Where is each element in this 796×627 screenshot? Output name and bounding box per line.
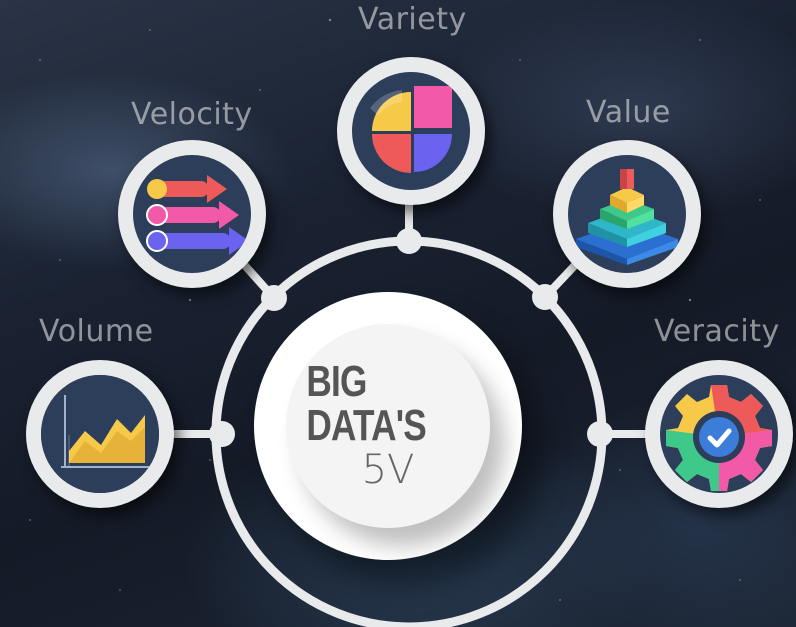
center-subtitle: 5V	[361, 447, 415, 493]
junction-dot-veracity	[587, 421, 613, 447]
node-velocity	[118, 140, 266, 288]
junction-dot-variety	[396, 228, 422, 254]
label-variety: Variety	[358, 2, 467, 37]
center-inner-disc: BIG DATA'S 5V	[286, 324, 490, 528]
node-variety	[337, 57, 485, 205]
junction-dot-velocity	[261, 285, 287, 311]
node-volume	[26, 360, 174, 508]
arrows-icon	[146, 175, 249, 255]
junction-dot-volume	[209, 421, 235, 447]
pie-chart-icon	[370, 86, 452, 173]
label-velocity: Velocity	[131, 97, 253, 132]
center-title: BIG DATA'S	[306, 357, 426, 450]
label-volume: Volume	[39, 314, 154, 349]
area-chart-icon	[41, 375, 159, 493]
center-disc: BIG DATA'S 5V	[254, 292, 522, 560]
value-icon-bg	[568, 155, 686, 273]
veracity-icon-bg	[660, 375, 778, 493]
variety-icon-bg	[352, 72, 470, 190]
junction-dot-value	[532, 284, 558, 310]
node-veracity	[645, 360, 793, 508]
gear-check-icon	[666, 385, 772, 491]
layered-pyramid-icon	[576, 169, 678, 265]
node-value	[553, 140, 701, 288]
volume-icon-bg	[41, 375, 159, 493]
velocity-icon-bg	[133, 155, 251, 273]
label-value: Value	[586, 95, 671, 130]
label-veracity: Veracity	[654, 314, 780, 349]
